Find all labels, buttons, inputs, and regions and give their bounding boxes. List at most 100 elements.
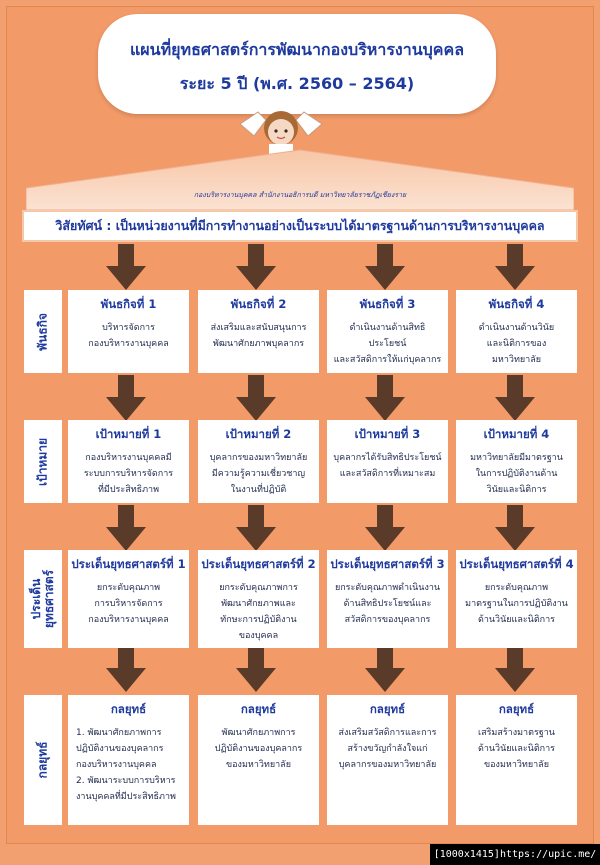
description-line: 2. พัฒนาระบบการบริหาร (76, 776, 176, 786)
goal-heading: เป้าหมายที่ 1 (95, 427, 162, 441)
description-line: สร้างขวัญกำลังใจแก่ (347, 744, 428, 754)
description-line: ของบุคคล (238, 631, 279, 641)
description-line: ดำเนินงานด้านสิทธิประโยชน์ (349, 323, 426, 349)
down-arrow-icon (236, 646, 276, 692)
mission-box-1: พันธกิจที่ 1 บริหารจัดการกองบริหารงานบุคค… (68, 290, 189, 373)
description-line: มาตรฐานในการปฏิบัติงาน (465, 599, 568, 609)
description-line: บริหารจัดการ (102, 323, 155, 333)
down-arrow-icon (365, 505, 405, 551)
down-arrow-icon (495, 505, 535, 551)
description-line: ยกระดับคุณภาพ (484, 583, 549, 593)
strategic-issue-description: ยกระดับคุณภาพการพัฒนาศักยภาพและทักษะการป… (198, 580, 319, 644)
strategic-issue-heading: ประเด็นยุทธศาสตร์ที่ 1 (71, 557, 186, 571)
description-line: พัฒนาศักยภาพบุคลากร (212, 339, 305, 349)
strategy-box-1: กลยุทธ์ 1. พัฒนาศักยภาพการปฏิบัติงานของบุ… (68, 695, 189, 825)
description-line: มหาวิทยาลัย (491, 355, 542, 365)
description-line: และนิติการของ (486, 339, 547, 349)
fan-banner (26, 149, 574, 210)
goal-heading: เป้าหมายที่ 4 (483, 427, 550, 441)
goal-box-2: เป้าหมายที่ 2 บุคลากรของมหาวิทยาลัยมีความ… (198, 420, 319, 503)
description-line: ปฏิบัติงานของบุคลากร (214, 744, 303, 754)
goal-description: มหาวิทยาลัยมีมาตรฐานในการปฏิบัติงานด้านว… (456, 450, 577, 498)
description-line: งานบุคคลที่มีประสิทธิภาพ (76, 792, 176, 802)
description-line: เสริมสร้างมาตรฐาน (478, 728, 555, 738)
row-label-strategic-issue: ประเด็นยุทธศาสตร์ (24, 550, 62, 648)
mission-heading: พันธกิจที่ 2 (230, 297, 287, 311)
description-line: ในการปฏิบัติงานด้าน (475, 469, 558, 479)
description-line: ที่มีประสิทธิภาพ (97, 485, 160, 495)
down-arrow-icon (236, 505, 276, 551)
description-line: มหาวิทยาลัยมีมาตรฐาน (470, 453, 563, 463)
strategic-issue-heading: ประเด็นยุทธศาสตร์ที่ 3 (330, 557, 445, 571)
row-label-line: กลยุทธ์ (35, 741, 50, 779)
description-line: ด้านวินัยและนิติการ (477, 615, 555, 625)
strategy-description: พัฒนาศักยภาพการปฏิบัติงานของบุคลากรของมห… (198, 725, 319, 773)
mission-description: ดำเนินงานด้านสิทธิประโยชน์และสวัสดิการให… (327, 320, 448, 368)
strategic-issue-heading: ประเด็นยุทธศาสตร์ที่ 2 (201, 557, 316, 571)
down-arrow-icon (495, 375, 535, 421)
strategy-heading: กลยุทธ์ (369, 702, 406, 716)
strategic-issue-heading: ประเด็นยุทธศาสตร์ที่ 4 (459, 557, 574, 571)
mission-heading: พันธกิจที่ 4 (488, 297, 545, 311)
description-line: ส่งเสริมสวัสดิการและการ (338, 728, 437, 738)
goal-description: บุคลากรของมหาวิทยาลัยมีความรู้ความเชี่ยว… (198, 450, 319, 498)
strategic-issue-box-4: ประเด็นยุทธศาสตร์ที่ 4 ยกระดับคุณภาพมาตรฐ… (456, 550, 577, 648)
strategy-heading: กลยุทธ์ (498, 702, 535, 716)
image-watermark: [1000x1415]https://upic.me/ (430, 844, 600, 865)
goal-heading: เป้าหมายที่ 2 (225, 427, 292, 441)
down-arrow-icon (495, 646, 535, 692)
description-line: กองบริหารงานบุคคล (76, 760, 157, 770)
description-line: ปฏิบัติงานของบุคลากร (76, 744, 164, 754)
mission-heading: พันธกิจที่ 1 (100, 297, 157, 311)
goal-description: กองบริหารงานบุคคลมีระบบการบริหารจัดการที… (68, 450, 189, 498)
strategic-issue-box-3: ประเด็นยุทธศาสตร์ที่ 3 ยกระดับคุณภาพดำเนิ… (327, 550, 448, 648)
page-subtitle: ระยะ 5 ปี (พ.ศ. 2560 – 2564) (179, 74, 415, 93)
description-line: ส่งเสริมและสนับสนุนการ (210, 323, 307, 333)
description-line: ยกระดับคุณภาพดำเนินงาน (334, 583, 441, 593)
strategy-heading: กลยุทธ์ (110, 702, 147, 716)
description-line: มีความรู้ความเชี่ยวชาญ (211, 469, 306, 479)
strategy-description: ส่งเสริมสวัสดิการและการสร้างขวัญกำลังใจแ… (327, 725, 448, 773)
title-bubble: แผนที่ยุทธศาสตร์การพัฒนากองบริหารงานบุคค… (98, 14, 496, 114)
row-label-text: เป้าหมาย (35, 437, 50, 486)
down-arrow-icon (495, 244, 535, 290)
mission-description: บริหารจัดการกองบริหารงานบุคคล (68, 320, 189, 352)
description-line: กองบริหารงานบุคคล (88, 615, 169, 625)
strategy-description: เสริมสร้างมาตรฐานด้านวินัยและนิติการของม… (456, 725, 577, 773)
down-arrow-icon (106, 646, 146, 692)
down-arrow-icon (106, 244, 146, 290)
row-label-line: เป้าหมาย (35, 437, 50, 486)
row-label-text: กลยุทธ์ (35, 741, 50, 779)
description-line: กองบริหารงานบุคคลมี (85, 453, 172, 463)
description-line: ด้านสิทธิประโยชน์และ (343, 599, 432, 609)
mission-heading: พันธกิจที่ 3 (359, 297, 416, 311)
mission-box-4: พันธกิจที่ 4 ดำเนินงานด้านวินัยและนิติการ… (456, 290, 577, 373)
strategy-heading: กลยุทธ์ (240, 702, 277, 716)
strategic-issue-box-2: ประเด็นยุทธศาสตร์ที่ 2 ยกระดับคุณภาพการพั… (198, 550, 319, 648)
mission-description: ดำเนินงานด้านวินัยและนิติการของมหาวิทยาล… (456, 320, 577, 368)
goal-description: บุคลากรได้รับสิทธิประโยชน์และสวัสดิการที… (327, 450, 448, 482)
mission-description: ส่งเสริมและสนับสนุนการพัฒนาศักยภาพบุคลาก… (198, 320, 319, 352)
down-arrow-icon (365, 244, 405, 290)
row-label-text: ประเด็นยุทธศาสตร์ (29, 570, 56, 628)
description-line: ยกระดับคุณภาพ (96, 583, 161, 593)
down-arrow-icon (365, 375, 405, 421)
description-line: 1. พัฒนาศักยภาพการ (76, 728, 162, 738)
down-arrow-icon (236, 244, 276, 290)
description-line: ยกระดับคุณภาพการ (219, 583, 298, 593)
description-line: พัฒนาศักยภาพการ (221, 728, 296, 738)
strategic-issue-description: ยกระดับคุณภาพการบริหารจัดการกองบริหารงาน… (68, 580, 189, 628)
goal-box-1: เป้าหมายที่ 1 กองบริหารงานบุคคลมีระบบการบ… (68, 420, 189, 503)
fan-caption: กองบริหารงานบุคคล สำนักงานอธิการบดี มหาว… (193, 191, 407, 199)
strategic-issue-box-1: ประเด็นยุทธศาสตร์ที่ 1 ยกระดับคุณภาพการบร… (68, 550, 189, 648)
description-line: บุคลากรของมหาวิทยาลัย (338, 760, 437, 770)
down-arrow-icon (365, 646, 405, 692)
strategic-issue-description: ยกระดับคุณภาพดำเนินงานด้านสิทธิประโยชน์แ… (327, 580, 448, 628)
description-line: ระบบการบริหารจัดการ (83, 469, 174, 479)
down-arrow-icon (106, 375, 146, 421)
description-line: กองบริหารงานบุคคล (88, 339, 169, 349)
strategy-box-2: กลยุทธ์พัฒนาศักยภาพการปฏิบัติงานของบุคลา… (198, 695, 319, 825)
description-line: วินัยและนิติการ (486, 485, 547, 495)
description-line: ของมหาวิทยาลัย (226, 760, 291, 770)
